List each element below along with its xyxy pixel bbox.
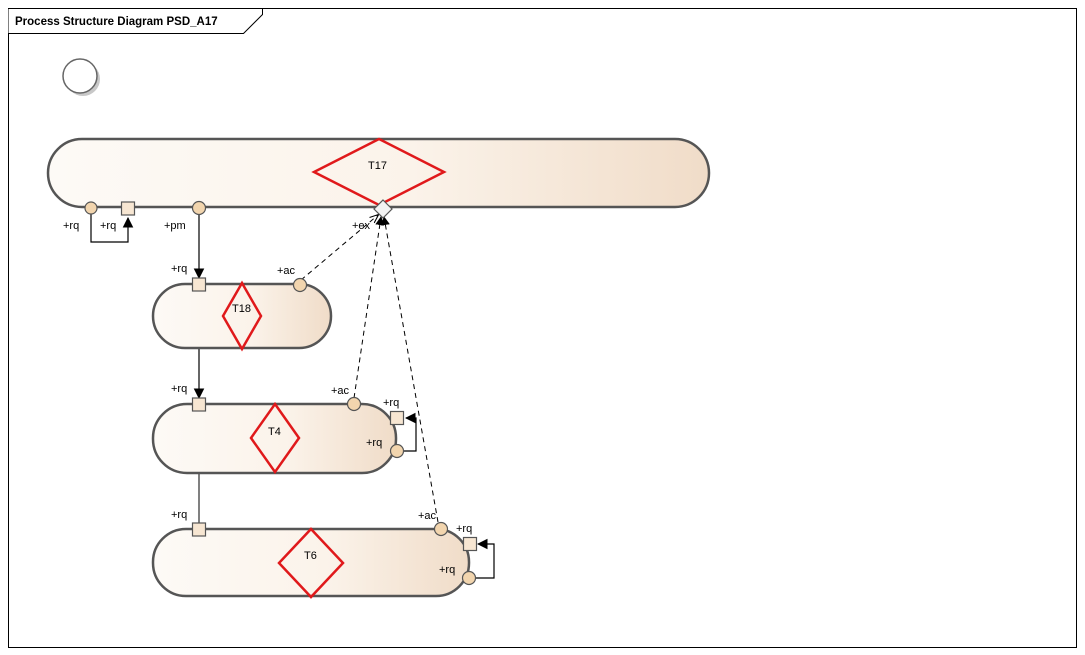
t4-port-rq-loop-label: +rq [366, 437, 382, 449]
t17-port-ex-label: +ex [352, 220, 371, 232]
initial-node[interactable] [62, 58, 98, 94]
transaction-t17[interactable]: T17 [46, 137, 711, 209]
t18-diamond [221, 280, 263, 352]
t18-port-rq[interactable] [191, 277, 207, 292]
t17-label: T17 [368, 160, 387, 172]
t6-port-rq-right-label: +rq [456, 523, 472, 535]
connector-t6-rq-loop[interactable] [476, 538, 495, 579]
t6-diamond [277, 527, 345, 599]
t6-port-rq-right[interactable] [462, 536, 478, 552]
t6-port-rq-label: +rq [171, 509, 187, 521]
connector-t6-ac-ex[interactable] [380, 216, 439, 523]
t18-port-ac[interactable] [292, 277, 308, 293]
t17-port-rq-left-label: +rq [63, 220, 79, 232]
t4-port-rq-label: +rq [171, 383, 187, 395]
t17-body[interactable] [46, 137, 711, 209]
t6-port-rq-loop[interactable] [461, 570, 477, 586]
t18-label: T18 [232, 303, 251, 315]
diagram-title-tab [8, 8, 263, 34]
t18-port-ac-label: +ac [277, 265, 296, 277]
t17-port-rq-self[interactable] [120, 201, 136, 216]
t6-port-rq[interactable] [191, 522, 207, 537]
t4-diamond [249, 401, 301, 475]
t4-body[interactable] [151, 402, 398, 475]
connector-t17-rq-loop[interactable] [90, 213, 134, 243]
connector-t18-ac-ex[interactable] [300, 215, 378, 281]
connector-t4-ac-ex[interactable] [353, 216, 385, 399]
t18-body[interactable] [151, 282, 333, 350]
transaction-t6[interactable]: T6 [151, 527, 471, 599]
t6-port-rq-loop-label: +rq [439, 564, 455, 576]
transaction-t18[interactable]: T18 [151, 280, 333, 352]
t17-port-pm-label: +pm [164, 220, 186, 232]
transaction-t4[interactable]: T4 [151, 401, 398, 475]
t17-port-ex[interactable] [373, 199, 393, 219]
t4-port-ac-label: +ac [331, 385, 350, 397]
t6-port-ac-label: +ac [418, 510, 437, 522]
t6-port-ac[interactable] [433, 521, 449, 537]
t4-label: T4 [268, 426, 281, 438]
t4-port-rq-right-label: +rq [383, 397, 399, 409]
t17-port-pm[interactable] [191, 200, 207, 216]
diagram-title: Process Structure Diagram PSD_A17 [15, 16, 218, 28]
t18-port-rq-label: +rq [171, 263, 187, 275]
t6-body[interactable] [151, 527, 471, 598]
t6-label: T6 [304, 550, 317, 562]
t4-port-rq-right[interactable] [389, 410, 405, 426]
t4-port-ac[interactable] [346, 396, 362, 412]
t4-port-rq-loop[interactable] [389, 443, 405, 459]
t17-port-rq-self-label: +rq [100, 220, 116, 232]
t17-port-rq-left[interactable] [84, 201, 98, 215]
t4-port-rq[interactable] [191, 397, 207, 412]
connector-t4-rq-loop[interactable] [403, 412, 417, 452]
